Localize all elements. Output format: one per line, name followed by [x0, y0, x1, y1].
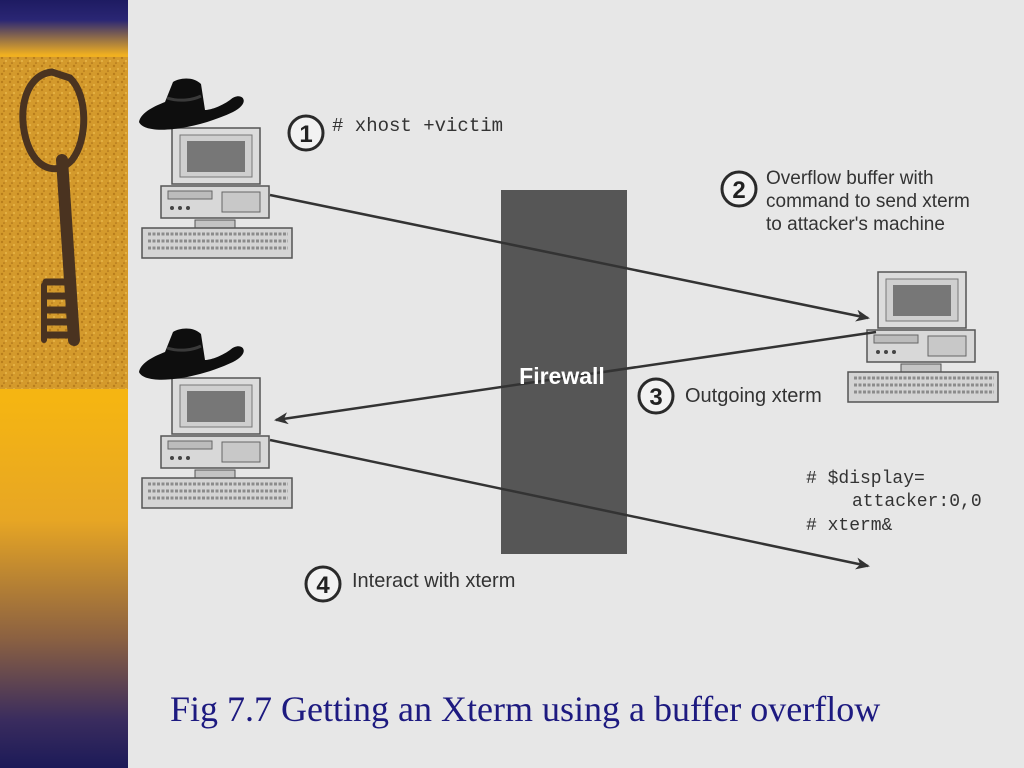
- attacker-computer-bottom: [140, 376, 294, 510]
- victim-commands: # $display= attacker:0,0 # xterm&: [806, 469, 982, 536]
- step-1-badge: 1: [287, 114, 325, 152]
- interact-arrow: [269, 438, 870, 570]
- outgoing-xterm-arrow: [274, 330, 877, 425]
- overflow-arrow: [269, 193, 870, 322]
- victim-command-1: # $display=: [806, 469, 925, 489]
- step-3-number: 3: [649, 384, 662, 411]
- attacker-computer-top: [140, 126, 294, 260]
- victim-computer: [846, 270, 1000, 404]
- buffer-overflow-diagram: 1 2 3 4 # xhost +victim Overflow buffer …: [128, 0, 1024, 768]
- step-2-number: 2: [732, 177, 745, 204]
- black-hat-icon: [137, 327, 246, 382]
- step-1-number: 1: [299, 121, 312, 148]
- step-2-line-1: Overflow buffer with: [766, 168, 934, 189]
- sidebar-decoration: [0, 0, 128, 768]
- step-3-badge: 3: [637, 377, 675, 415]
- step-2-line-2: command to send xterm: [766, 191, 970, 212]
- step-3-label: Outgoing xterm: [685, 385, 822, 407]
- step-4-number: 4: [316, 572, 330, 599]
- old-key-image: [19, 68, 88, 346]
- victim-command-3: # xterm&: [806, 516, 893, 536]
- step-2-line-3: to attacker's machine: [766, 214, 945, 235]
- step-1-command: # xhost +victim: [332, 115, 503, 137]
- step-4-badge: 4: [304, 565, 342, 603]
- step-2-description: Overflow buffer with command to send xte…: [766, 168, 970, 235]
- black-hat-icon: [137, 77, 246, 132]
- slide-caption: Fig 7.7 Getting an Xterm using a buffer …: [170, 689, 881, 729]
- step-4-label: Interact with xterm: [352, 570, 515, 592]
- victim-command-2: attacker:0,0: [852, 492, 982, 512]
- firewall-label: Firewall: [519, 363, 605, 389]
- step-2-badge: 2: [720, 170, 758, 208]
